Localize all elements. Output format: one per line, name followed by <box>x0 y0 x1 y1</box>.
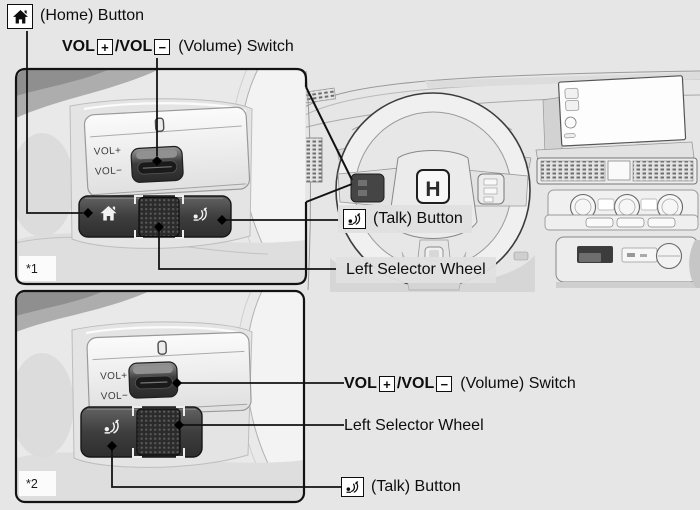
left-selector-wheel-2 <box>136 408 181 456</box>
leader-diamonds <box>83 156 227 451</box>
panel1-border <box>14 67 308 286</box>
home-button-callout: (Home) Button <box>7 4 144 29</box>
talk-button-label: (Talk) Button <box>373 209 463 227</box>
panel2-interior: VOL+ VOL− *2 <box>17 292 303 501</box>
vol-text: VOL <box>62 38 95 55</box>
left-selector-wheel-callout-1: Left Selector Wheel <box>336 257 496 284</box>
callout-panel-2: VOL+ VOL− *2 <box>14 289 306 504</box>
footnote-box-1 <box>19 256 56 281</box>
vol-plus-text-1: VOL+ <box>94 145 122 157</box>
footnote-2: *2 <box>26 477 38 491</box>
callout-panel-1: VOL+ VOL− *1 <box>14 67 308 286</box>
home-icon <box>7 4 33 29</box>
volume-switch-plate-1: VOL+ VOL− <box>83 106 251 198</box>
panel2-border <box>14 289 306 504</box>
left-spoke-button-bar-2 <box>80 406 203 458</box>
volume-switch-label: (Volume) Switch <box>460 375 576 392</box>
left-spoke-button-bar-1 <box>78 195 232 239</box>
vol-minus-text-2: VOL− <box>101 390 129 402</box>
minus-icon: − <box>436 376 453 393</box>
infotainment-screen <box>557 75 687 147</box>
home-button-label: (Home) Button <box>40 7 145 25</box>
slash-text: / <box>114 38 120 55</box>
left-selector-wheel-callout-2: Left Selector Wheel <box>344 414 484 438</box>
climate-controls <box>547 189 699 223</box>
left-selector-wheel-label: Left Selector Wheel <box>344 417 484 434</box>
vol-minus-text-1: VOL− <box>95 165 123 177</box>
plus-icon: + <box>378 376 395 393</box>
leader-lines <box>26 31 344 488</box>
vol-plus-text-2: VOL+ <box>100 370 128 382</box>
honda-logo-badge <box>416 169 450 204</box>
center-air-vents <box>536 157 698 185</box>
honda-logo-letter: H <box>425 178 440 201</box>
zoom-wedge-lines <box>305 86 353 203</box>
volume-switch-plate-2: VOL+ VOL− <box>86 331 252 417</box>
slash-text: / <box>396 375 402 392</box>
lower-console <box>555 236 700 288</box>
volume-rocker-2 <box>128 361 179 399</box>
left-selector-wheel-label: Left Selector Wheel <box>346 261 486 278</box>
minus-icon: − <box>154 39 171 56</box>
volume-switch-callout-top: VOL + / VOL − (Volume) Switch <box>62 38 294 56</box>
talk-button-label: (Talk) Button <box>371 477 461 495</box>
footnote-box-2 <box>19 471 56 496</box>
panel1-interior: VOL+ VOL− *1 <box>17 70 305 283</box>
vol-text: VOL <box>401 375 435 392</box>
console-button-row <box>544 214 699 231</box>
talk-icon <box>341 477 364 497</box>
volume-switch-callout-2: VOL + / VOL − (Volume) Switch <box>344 372 576 396</box>
talk-icon <box>343 209 366 229</box>
talk-button-callout-1: (Talk) Button <box>338 205 472 233</box>
vol-text: VOL <box>344 375 377 392</box>
plate-notch <box>157 340 167 355</box>
volume-switch-label: (Volume) Switch <box>178 38 294 55</box>
vol-text: VOL <box>119 38 153 55</box>
left-spoke-button-panel <box>350 173 385 203</box>
footnote-1: *1 <box>26 262 38 276</box>
plus-icon: + <box>96 39 113 56</box>
talk-button-callout-2: (Talk) Button <box>341 474 461 500</box>
